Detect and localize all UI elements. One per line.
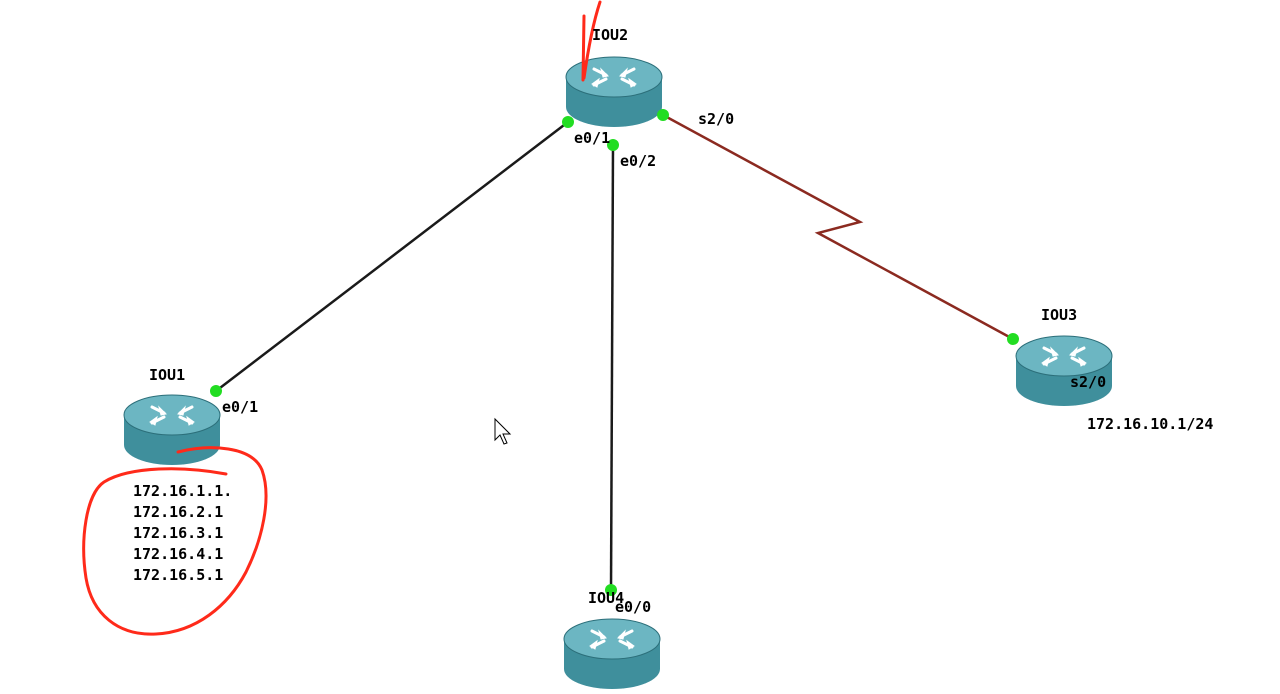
- router-icon: [562, 617, 662, 691]
- annotation-circle: [82, 446, 268, 636]
- router-iou4[interactable]: [562, 617, 662, 691]
- port-dot-iou2-e01[interactable]: [562, 116, 574, 128]
- router-label-iou2: IOU2: [592, 26, 629, 44]
- iou1-address-1: 172.16.1.1.: [133, 482, 233, 500]
- port-label-iou4-e00: e0/0: [615, 598, 652, 616]
- router-icon: [564, 55, 664, 129]
- port-dot-iou2-e02[interactable]: [607, 139, 619, 151]
- port-dot-iou1-e01[interactable]: [210, 385, 222, 397]
- iou1-address-3: 172.16.3.1: [133, 524, 224, 542]
- port-dot-iou2-s20[interactable]: [657, 109, 669, 121]
- port-label-iou2-s20: s2/0: [698, 110, 735, 128]
- router-icon: [122, 393, 222, 467]
- link-iou2-iou1[interactable]: [215, 121, 569, 392]
- port-label-iou2-e01: e0/1: [574, 129, 611, 147]
- router-iou1[interactable]: [122, 393, 222, 467]
- router-iou2[interactable]: [564, 55, 664, 129]
- router-iou3[interactable]: [1014, 334, 1114, 408]
- iou1-address-4: 172.16.4.1: [133, 545, 224, 563]
- port-label-iou3-s20: s2/0: [1070, 373, 1107, 391]
- iou1-address-5: 172.16.5.1: [133, 566, 224, 584]
- link-iou2-iou4[interactable]: [609, 144, 615, 591]
- router-label-iou4: IOU4: [588, 589, 625, 607]
- port-dot-iou4-e00[interactable]: [605, 584, 617, 596]
- router-label-iou3: IOU3: [1041, 306, 1078, 324]
- port-label-iou2-e02: e0/2: [620, 152, 657, 170]
- mouse-cursor-icon: [494, 417, 512, 445]
- router-label-iou1: IOU1: [149, 366, 186, 384]
- link-iou2-iou3-serial[interactable]: [662, 113, 1014, 341]
- annotation-arrow-stroke: [581, 0, 602, 82]
- iou1-address-2: 172.16.2.1: [133, 503, 224, 521]
- port-dot-iou3-s20[interactable]: [1007, 333, 1019, 345]
- iou1-address-list: 172.16.1.1. 172.16.2.1 172.16.3.1 172.16…: [133, 484, 232, 589]
- port-label-iou1-e01: e0/1: [222, 398, 259, 416]
- router-icon: [1014, 334, 1114, 408]
- iou3-address-label: 172.16.10.1/24: [1087, 415, 1214, 433]
